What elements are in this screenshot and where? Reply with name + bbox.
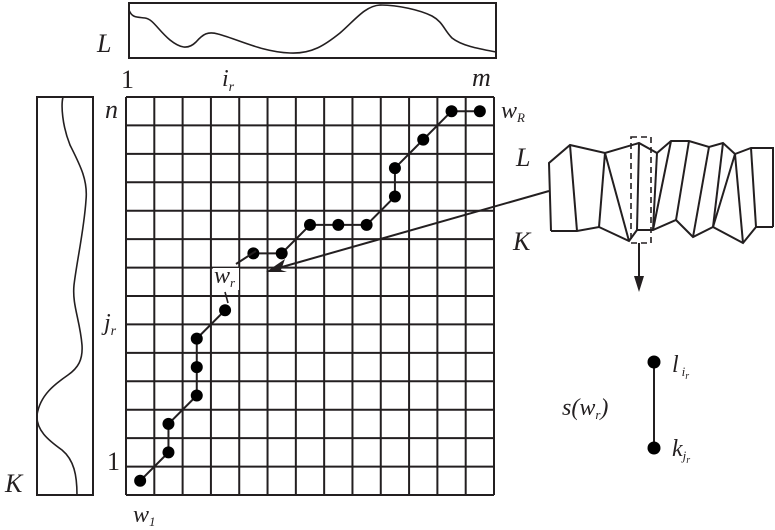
top-series-frame [128, 2, 497, 59]
path-point [417, 133, 430, 146]
path-segment [196, 309, 226, 340]
path-point [162, 417, 175, 430]
k-jr-sub: j [681, 448, 687, 463]
selected-link-dashed-box [630, 136, 652, 244]
path-point [388, 190, 401, 203]
x-axis-end-label: m [472, 63, 491, 92]
y-axis-jr-sub: r [111, 324, 117, 339]
left-series-curve [36, 96, 88, 496]
warping-path [134, 105, 486, 487]
x-axis-ir-sub: r [229, 80, 235, 95]
path-point [388, 162, 401, 175]
x-axis-start-label: 1 [121, 65, 134, 94]
w1-base: w [133, 502, 149, 528]
wr-label-backdrop [213, 268, 239, 290]
wr-base: w [214, 263, 230, 289]
path-point [360, 218, 373, 231]
path-point [190, 332, 203, 345]
y-axis-jr-label: jr [101, 310, 117, 339]
path-point [304, 218, 316, 231]
pointer-arrowhead-icon [266, 259, 287, 272]
top-series-panel [128, 2, 497, 59]
wR-sub: R [516, 110, 525, 125]
x-axis-ir-label: ir [222, 66, 235, 95]
right-K-label: K [512, 227, 532, 256]
k-jr-label: kjr [672, 436, 690, 466]
s-wr-sub: r [595, 407, 601, 422]
k-jr-base: k [672, 436, 683, 462]
s-wr-base: s(w [562, 395, 595, 421]
y-axis-end-label: n [105, 95, 118, 124]
x-axis-ir-base: i [222, 66, 229, 92]
w1-label: w1 [133, 502, 156, 529]
top-series-label: L [96, 29, 111, 58]
path-point [473, 105, 486, 118]
path-segment [394, 138, 424, 169]
path-point [134, 474, 147, 487]
y-axis-start-label: 1 [107, 447, 120, 476]
wr-path-stub [235, 250, 257, 265]
right-L-label: L [515, 143, 530, 172]
k-jr-subsub: r [686, 455, 690, 466]
wr-sub: r [230, 275, 236, 290]
pointer-arrow-line [274, 190, 550, 270]
wr-leader-line [224, 291, 229, 304]
wr-label: wr [214, 263, 236, 290]
path-point [275, 247, 288, 260]
y-axis-jr-base: j [101, 310, 111, 336]
top-series-curve [128, 4, 497, 54]
alignment-links [569, 140, 757, 244]
w1-sub: 1 [149, 514, 156, 529]
l-point-icon [647, 355, 661, 369]
alignment-illustration [547, 136, 774, 292]
path-segment [365, 195, 396, 226]
path-segment [139, 451, 170, 482]
down-arrowhead-icon [634, 276, 644, 292]
alignment-top-series [547, 140, 774, 232]
path-point [190, 389, 203, 402]
path-segment [422, 110, 453, 141]
alignment-bottom-series [551, 218, 773, 245]
s-wr-label: s(wr) [562, 395, 608, 422]
s-wr-close: ) [598, 395, 608, 421]
k-point-icon [647, 441, 661, 455]
wR-label: wR [501, 98, 525, 125]
left-series-label: K [4, 469, 24, 498]
l-ir-sub: i [682, 364, 686, 379]
left-series-panel [36, 96, 94, 496]
left-series-frame [36, 96, 94, 496]
l-ir-subsub: r [685, 371, 689, 382]
path-point [162, 446, 175, 459]
path-point [190, 361, 203, 374]
l-ir-base: l [672, 352, 679, 378]
path-segment [167, 394, 198, 425]
cost-matrix-grid [125, 96, 495, 496]
path-point [219, 304, 232, 317]
wR-base: w [501, 98, 517, 124]
path-segment [280, 224, 311, 255]
path-point [445, 105, 458, 118]
path-point [332, 218, 345, 231]
